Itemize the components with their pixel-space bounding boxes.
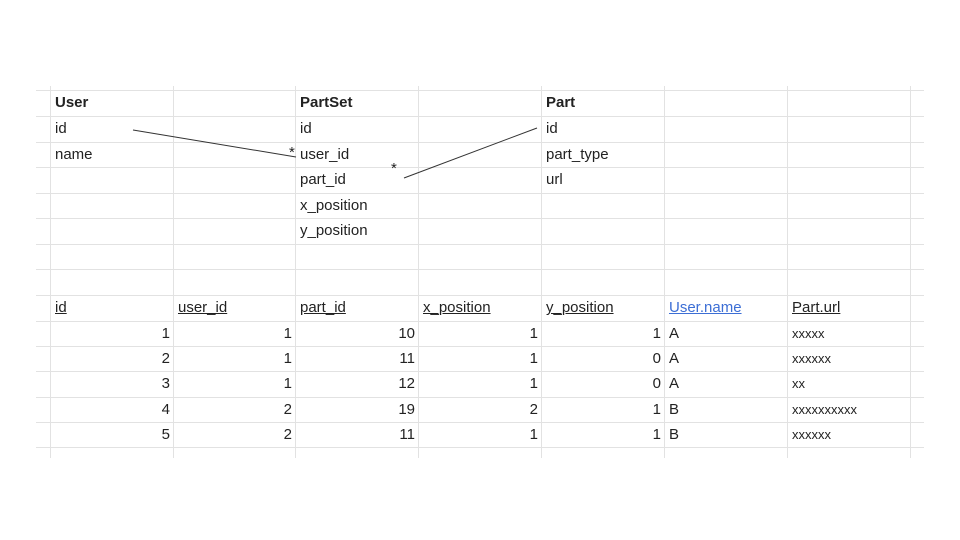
row-gridline xyxy=(36,90,924,91)
table-cell[interactable]: 1 xyxy=(283,325,292,342)
table-cell[interactable]: 1 xyxy=(283,350,292,367)
cardinality-mark-part-partset: * xyxy=(391,160,397,177)
column-gridline xyxy=(173,86,174,458)
table-cell[interactable]: 1 xyxy=(529,375,538,392)
table-cell[interactable]: xx xyxy=(792,376,805,391)
table-cell[interactable]: 19 xyxy=(398,401,415,418)
entity-part-field[interactable]: id xyxy=(546,120,558,137)
row-gridline xyxy=(36,116,924,117)
table-cell[interactable]: 10 xyxy=(398,325,415,342)
row-gridline xyxy=(36,346,924,347)
table-cell[interactable]: A xyxy=(669,375,680,392)
row-gridline xyxy=(36,295,924,296)
row-gridline xyxy=(36,447,924,448)
table-cell[interactable]: 11 xyxy=(399,426,415,443)
row-gridline xyxy=(36,193,924,194)
table-cell[interactable]: 2 xyxy=(283,401,292,418)
row-gridline xyxy=(36,244,924,245)
table-cell[interactable]: 2 xyxy=(529,401,538,418)
column-gridline xyxy=(787,86,788,458)
table-cell[interactable]: xxxxxx xyxy=(792,351,831,366)
table-cell[interactable]: 0 xyxy=(652,375,661,392)
table-cell[interactable]: xxxxxxxxxx xyxy=(792,402,857,417)
entity-user-field[interactable]: id xyxy=(55,120,67,137)
entity-partset-field[interactable]: x_position xyxy=(300,197,368,214)
entity-partset-field[interactable]: user_id xyxy=(300,146,350,163)
table-cell[interactable]: 4 xyxy=(161,401,170,418)
column-header[interactable]: part_id xyxy=(300,299,346,316)
table-cell[interactable]: 1 xyxy=(529,426,538,443)
table-cell[interactable]: xxxxxx xyxy=(792,427,831,442)
table-cell[interactable]: 1 xyxy=(529,350,538,367)
table-cell[interactable]: 3 xyxy=(161,375,170,392)
row-gridline xyxy=(36,218,924,219)
row-gridline xyxy=(36,167,924,168)
table-cell[interactable]: 2 xyxy=(161,350,170,367)
table-cell[interactable]: 5 xyxy=(161,426,170,443)
entity-partset-field[interactable]: id xyxy=(300,120,312,137)
table-cell[interactable]: 1 xyxy=(161,325,170,342)
row-gridline xyxy=(36,269,924,270)
entity-user-field[interactable]: name xyxy=(55,146,93,163)
column-header-link[interactable]: User.name xyxy=(669,299,742,316)
table-cell[interactable]: 2 xyxy=(283,426,292,443)
row-gridline xyxy=(36,321,924,322)
table-cell[interactable]: 0 xyxy=(652,350,661,367)
entity-partset-title[interactable]: PartSet xyxy=(300,94,353,111)
column-gridline xyxy=(910,86,911,458)
table-cell[interactable]: 12 xyxy=(398,375,415,392)
table-cell[interactable]: A xyxy=(669,350,680,367)
table-cell[interactable]: xxxxx xyxy=(792,326,825,341)
column-header[interactable]: Part.url xyxy=(792,299,841,316)
column-header[interactable]: x_position xyxy=(423,299,491,316)
table-cell[interactable]: 11 xyxy=(399,350,415,367)
table-cell[interactable]: 1 xyxy=(529,325,538,342)
table-cell[interactable]: 1 xyxy=(652,401,661,418)
relation-line-part-partset xyxy=(403,127,538,179)
table-cell[interactable]: 1 xyxy=(283,375,292,392)
column-gridline xyxy=(418,86,419,458)
table-cell[interactable]: 1 xyxy=(652,325,661,342)
entity-part-field[interactable]: part_type xyxy=(546,146,609,163)
entity-partset-field[interactable]: part_id xyxy=(300,171,346,188)
table-cell[interactable]: A xyxy=(669,325,680,342)
column-gridline xyxy=(541,86,542,458)
table-cell[interactable]: 1 xyxy=(652,426,661,443)
column-header[interactable]: id xyxy=(55,299,67,316)
column-header[interactable]: user_id xyxy=(178,299,228,316)
entity-user-title[interactable]: User xyxy=(55,94,89,111)
table-cell[interactable]: B xyxy=(669,401,680,418)
column-gridline xyxy=(664,86,665,458)
cardinality-mark-user-partset: * xyxy=(289,144,295,161)
entity-part-title[interactable]: Part xyxy=(546,94,576,111)
table-cell[interactable]: B xyxy=(669,426,680,443)
row-gridline xyxy=(36,422,924,423)
row-gridline xyxy=(36,371,924,372)
row-gridline xyxy=(36,397,924,398)
column-header[interactable]: y_position xyxy=(546,299,614,316)
column-gridline xyxy=(50,86,51,458)
entity-part-field[interactable]: url xyxy=(546,171,563,188)
column-gridline xyxy=(295,86,296,458)
entity-partset-field[interactable]: y_position xyxy=(300,222,368,239)
